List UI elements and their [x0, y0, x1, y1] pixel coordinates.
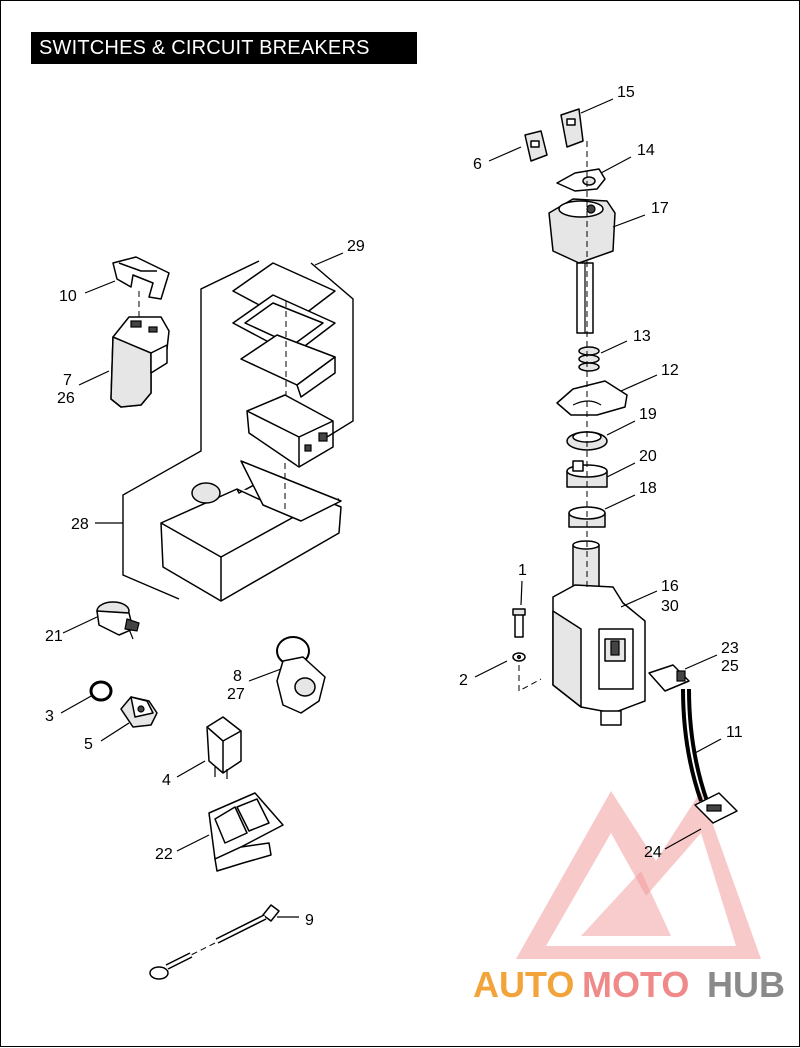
part-15-key [560, 108, 584, 148]
callout-10: 10 [59, 288, 77, 305]
callout-2: 2 [459, 672, 468, 689]
part-4-relay [206, 716, 242, 779]
callout-22: 22 [155, 846, 173, 863]
watermark-text-auto: AUTO [473, 964, 574, 1005]
callout-6: 6 [473, 156, 482, 173]
part-fuse-block [246, 394, 334, 468]
callout-28: 28 [71, 516, 89, 533]
callout-18: 18 [639, 480, 657, 497]
part-13-spring [578, 346, 600, 372]
part-24-connector [694, 792, 738, 824]
callout-20: 20 [639, 448, 657, 465]
callout-25: 25 [721, 658, 739, 675]
bracket-29 [310, 262, 354, 438]
callout-21: 21 [45, 628, 63, 645]
watermark-text-hub: HUB [707, 964, 785, 1005]
callout-7: 7 [63, 372, 72, 389]
watermark-text-moto: MOTO [582, 964, 689, 1005]
callout-15: 15 [617, 84, 635, 101]
callout-3: 3 [45, 708, 54, 725]
callout-labels: 1 2 3 4 5 6 7 26 8 27 9 10 11 12 [45, 84, 743, 929]
callout-23: 23 [721, 640, 739, 657]
part-9-ground-cable [149, 904, 280, 980]
part-21-pressure-switch [96, 601, 140, 640]
bracket-28 [122, 260, 260, 600]
part-23-connector [648, 664, 690, 692]
part-2-washer [512, 652, 526, 662]
part-17-knob [548, 198, 616, 334]
callout-29: 29 [347, 238, 365, 255]
callout-4: 4 [162, 772, 171, 789]
part-11-wire-harness [681, 688, 709, 802]
part-16-ignition-switch [552, 540, 646, 726]
callout-5: 5 [84, 736, 93, 753]
part-28-cover-box [160, 460, 342, 602]
callout-13: 13 [633, 328, 651, 345]
callout-14: 14 [637, 142, 655, 159]
part-8-boot-cover [276, 636, 326, 714]
part-10-retainer-clip [112, 256, 170, 300]
callout-19: 19 [639, 406, 657, 423]
part-22-relay-holder [208, 792, 284, 872]
callout-26: 26 [57, 390, 75, 407]
callout-16: 16 [661, 578, 679, 595]
callout-8: 8 [233, 668, 242, 685]
part-14-plate [556, 168, 606, 192]
part-5-switch [120, 696, 158, 728]
part-12-indicator-plate [556, 380, 628, 416]
callout-17: 17 [651, 200, 669, 217]
part-3-o-ring [89, 680, 113, 702]
part-1-screw [512, 608, 526, 638]
callout-27: 27 [227, 686, 245, 703]
callout-12: 12 [661, 362, 679, 379]
callout-9: 9 [305, 912, 314, 929]
part-6-key [524, 130, 548, 162]
callout-30: 30 [661, 598, 679, 615]
part-7-circuit-breaker [110, 316, 170, 408]
page-title: SWITCHES & CIRCUIT BREAKERS [31, 32, 417, 64]
part-29-gasket-set [232, 262, 336, 398]
callout-11: 11 [726, 724, 743, 741]
callout-1: 1 [518, 562, 527, 579]
watermark-logo [516, 791, 761, 959]
callout-24: 24 [644, 844, 662, 861]
